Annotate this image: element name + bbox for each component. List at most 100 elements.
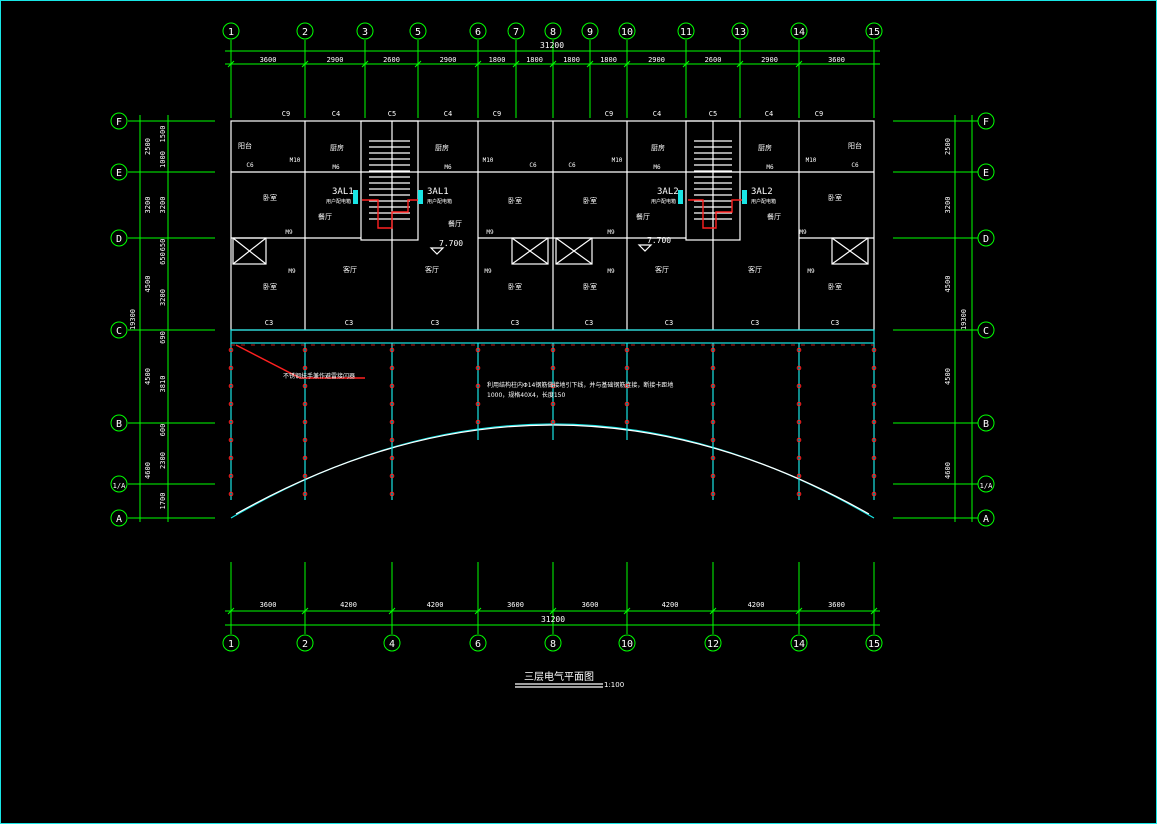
bottom-dim-label: 4200 xyxy=(662,601,679,609)
door-tag: M9 xyxy=(285,229,293,236)
bottom-axis-bubble xyxy=(618,634,636,652)
top-dim-label: 2900 xyxy=(327,56,344,64)
door-tag: M9 xyxy=(486,229,494,236)
right-dim-label: 3200 xyxy=(944,197,952,214)
room-label: 厨房 xyxy=(435,143,449,152)
lightning-node xyxy=(228,491,234,497)
lightning-node xyxy=(796,347,802,353)
top-dim-tick xyxy=(414,60,422,68)
bottom-axis-bubble xyxy=(222,634,240,652)
top-axis-bubble xyxy=(507,22,525,40)
right-row-bubble xyxy=(977,509,995,527)
left-inner-dim-label: 650 xyxy=(159,239,167,252)
room-label: 卧室 xyxy=(583,282,597,291)
left-row-label: A xyxy=(116,514,122,525)
right-row-bubble xyxy=(977,321,995,339)
lightning-node xyxy=(796,473,802,479)
lightning-node xyxy=(228,401,234,407)
lightning-node xyxy=(302,383,308,389)
window-tag: C9 xyxy=(605,110,613,118)
window-tag-c3: C3 xyxy=(431,319,439,327)
room-label: 客厅 xyxy=(655,265,669,274)
top-axis-bubble xyxy=(409,22,427,40)
lightning-node xyxy=(228,365,234,371)
hatch xyxy=(511,237,549,265)
bottom-dim-label: 3600 xyxy=(507,601,524,609)
door-tag: C6 xyxy=(851,162,859,169)
lightning-node xyxy=(710,347,716,353)
lightning-node xyxy=(624,419,630,425)
lightning-node xyxy=(624,383,630,389)
top-dim-label: 2600 xyxy=(383,56,400,64)
panel-label: 3AL2 xyxy=(657,187,679,197)
top-axis-label: 15 xyxy=(868,27,880,38)
lightning-node xyxy=(389,473,395,479)
left-row-bubble xyxy=(110,475,128,493)
top-axis-label: 8 xyxy=(550,27,556,38)
lightning-node xyxy=(871,455,877,461)
window-tag-c3: C3 xyxy=(585,319,593,327)
left-inner-dim-label: 3200 xyxy=(159,289,167,306)
bottom-dim-label: 4200 xyxy=(748,601,765,609)
lightning-node xyxy=(796,455,802,461)
right-dim-label: 4600 xyxy=(944,462,952,479)
door-tag: C6 xyxy=(568,162,576,169)
hatch xyxy=(831,237,869,265)
lightning-node xyxy=(302,491,308,497)
hatched-wall xyxy=(555,237,593,265)
lightning-node xyxy=(550,419,556,425)
distribution-panel xyxy=(678,190,683,204)
room-label: 卧室 xyxy=(263,193,277,202)
lightning-node xyxy=(228,473,234,479)
lightning-node xyxy=(389,383,395,389)
right-row-bubble xyxy=(977,229,995,247)
lightning-node xyxy=(796,365,802,371)
top-dim-tick xyxy=(301,60,309,68)
top-dim-label: 3600 xyxy=(260,56,277,64)
bottom-axis-bubble xyxy=(704,634,722,652)
wiring xyxy=(231,190,874,379)
door-tag: C6 xyxy=(246,162,254,169)
room-label: 卧室 xyxy=(583,196,597,205)
lightning-node xyxy=(550,383,556,389)
left-row-label: B xyxy=(116,419,122,430)
door-tag: M10 xyxy=(806,157,817,164)
top-dim-label: 2900 xyxy=(761,56,778,64)
door-tag: M6 xyxy=(653,164,661,171)
window-tag: C4 xyxy=(444,110,452,118)
left-inner-dim-label: 650 xyxy=(159,252,167,265)
door-tag: M6 xyxy=(766,164,774,171)
lightning-node xyxy=(710,401,716,407)
lightning-node xyxy=(624,347,630,353)
room-label: 卧室 xyxy=(508,282,522,291)
ground-note-2: 1000，规格40X4，长度150 xyxy=(487,391,565,399)
right-row-label: B xyxy=(983,419,989,430)
bottom-dim-label: 4200 xyxy=(427,601,444,609)
panel-label: 3AL1 xyxy=(332,187,354,197)
lightning-node xyxy=(796,401,802,407)
top-axis-bubble xyxy=(618,22,636,40)
bottom-axis-label: 14 xyxy=(793,639,805,650)
top-axis-label: 7 xyxy=(513,27,519,38)
left-row-label: 1/A xyxy=(113,482,126,490)
room-label: 卧室 xyxy=(828,193,842,202)
lightning-node xyxy=(302,437,308,443)
left-inner-dim-label: 3200 xyxy=(159,197,167,214)
left-outer-dim-label: 2500 xyxy=(144,138,152,155)
lightning-node xyxy=(624,401,630,407)
left-row-bubble xyxy=(110,321,128,339)
top-axis-label: 13 xyxy=(734,27,746,38)
right-dim-label: 4500 xyxy=(944,276,952,293)
lightning-node xyxy=(871,419,877,425)
right-row-label: C xyxy=(983,326,989,337)
lightning-node xyxy=(871,347,877,353)
door-tag: M6 xyxy=(332,164,340,171)
left-inner-dim-label: 1700 xyxy=(159,493,167,510)
lightning-node xyxy=(302,365,308,371)
left-outer-dim-label: 4500 xyxy=(144,276,152,293)
top-dim-tick xyxy=(361,60,369,68)
bottom-total-label: 31200 xyxy=(541,615,565,624)
lightning-node xyxy=(389,401,395,407)
lightning-node xyxy=(796,437,802,443)
